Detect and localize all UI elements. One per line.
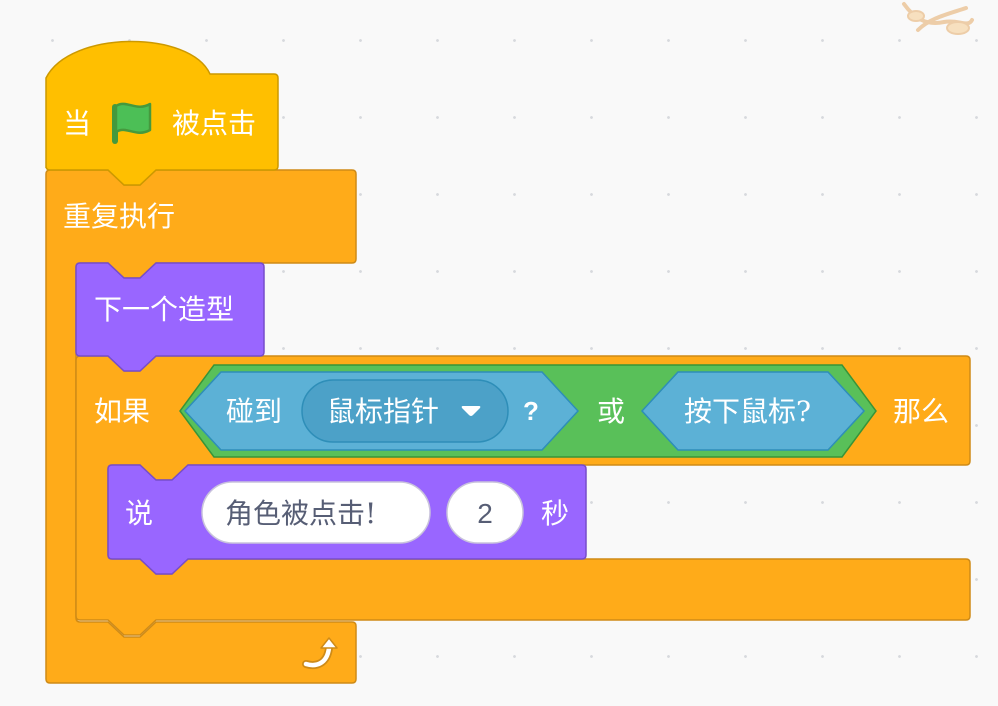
hat-label-when: 当 [63, 107, 92, 140]
hat-label-clicked: 被点击 [172, 107, 257, 140]
when-flag-clicked-block[interactable] [45, 40, 279, 186]
touching-object-menu[interactable] [301, 379, 509, 443]
green-flag-icon [112, 102, 152, 144]
sprite-icon [902, 2, 974, 35]
say-message-value[interactable]: 角色被点击! [225, 497, 377, 530]
then-label: 那么 [893, 395, 950, 428]
if-label: 如果 [94, 395, 151, 428]
touching-menu-value: 鼠标指针 [327, 395, 440, 428]
touching-label: 碰到 [226, 395, 283, 428]
or-label: 或 [597, 395, 626, 428]
say-seconds-unit: 秒 [541, 497, 570, 530]
say-message-input[interactable] [201, 481, 431, 544]
loop-arrow-icon [302, 637, 338, 670]
dropdown-arrow-icon [461, 406, 481, 416]
mouse-down-label: 按下鼠标? [684, 395, 812, 428]
say-seconds-value[interactable]: 2 [477, 498, 493, 529]
say-seconds-input[interactable] [446, 481, 524, 544]
mouse-down-block[interactable] [640, 371, 866, 451]
say-label: 说 [125, 497, 154, 530]
next-costume-label: 下一个造型 [94, 293, 235, 326]
forever-label: 重复执行 [63, 200, 176, 233]
next-costume-block[interactable] [75, 262, 265, 372]
touching-question-mark: ? [523, 396, 539, 426]
